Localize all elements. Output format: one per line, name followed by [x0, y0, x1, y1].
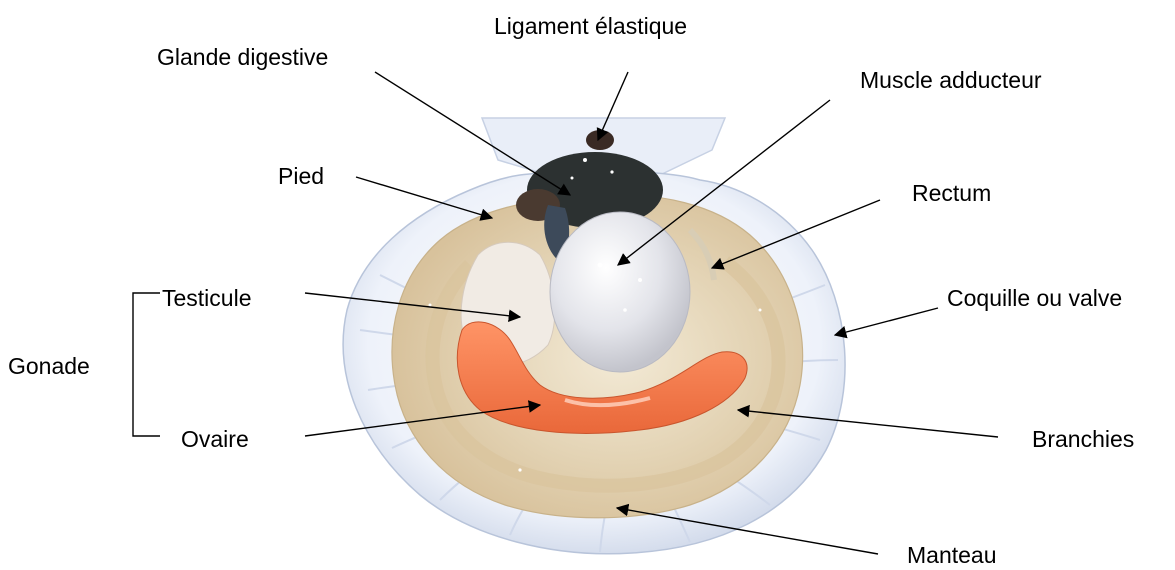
adductor-muscle [550, 212, 690, 372]
label-pied: Pied [278, 163, 324, 189]
label-branchies: Branchies [1032, 426, 1134, 452]
label-testicule: Testicule [162, 285, 251, 311]
label-coquille: Coquille ou valve [947, 285, 1122, 311]
label-ligament: Ligament élastique [494, 13, 687, 39]
label-gonade: Gonade [8, 353, 90, 379]
label-glande-digestive: Glande digestive [157, 44, 328, 70]
label-manteau: Manteau [907, 542, 997, 568]
scallop-photo [343, 118, 845, 554]
gonade-bracket [133, 293, 160, 436]
label-rectum: Rectum [912, 180, 991, 206]
label-muscle-adducteur: Muscle adducteur [860, 67, 1042, 93]
label-ovaire: Ovaire [181, 426, 249, 452]
coquille-arrow [835, 308, 938, 335]
ligament [586, 130, 614, 150]
